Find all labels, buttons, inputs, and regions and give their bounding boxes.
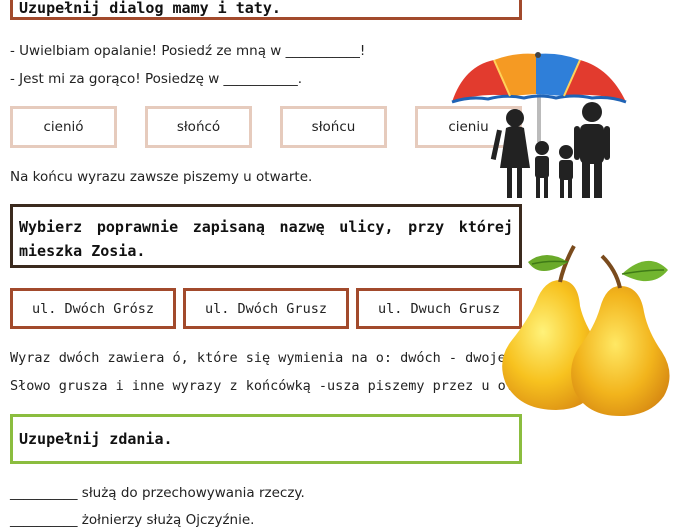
option-slonco[interactable]: słońcó — [145, 106, 252, 148]
option-label: cienió — [43, 119, 84, 135]
option-dwoch-grusz[interactable]: ul. Dwóch Grusz — [183, 288, 349, 329]
option-label: słońcó — [176, 119, 221, 135]
dialog-sentence-1: - Uwielbiam opalanie! Posiedź ze mną w _… — [10, 43, 366, 59]
option-label: ul. Dwóch Grusz — [205, 300, 327, 317]
rule-note-3: Słowo grusza i inne wyrazy z końcówką -u… — [10, 378, 563, 394]
section2-heading: Wybierz poprawnie zapisaną nazwę ulicy, … — [19, 218, 513, 260]
section2-heading-box: Wybierz poprawnie zapisaną nazwę ulicy, … — [10, 204, 522, 268]
fill-sentence-1: __________ służą do przechowywania rzecz… — [10, 485, 305, 501]
section1-heading: Uzupełnij dialog mamy i taty. — [19, 0, 281, 17]
section1-heading-box: Uzupełnij dialog mamy i taty. — [10, 0, 522, 20]
option-label: słońcu — [311, 119, 356, 135]
dialog-sentence-2: - Jest mi za gorąco! Posiedzę w ________… — [10, 71, 303, 87]
rule-note-2: Wyraz dwóch zawiera ó, które się wymieni… — [10, 350, 514, 366]
rule-note-1: Na końcu wyrazu zawsze piszemy u otwarte… — [10, 169, 313, 185]
option-dwoch-grosz[interactable]: ul. Dwóch Grósz — [10, 288, 176, 329]
option-slonecu[interactable]: słońcu — [280, 106, 387, 148]
option-label: ul. Dwóch Grósz — [32, 300, 154, 317]
option-dwuch-grusz[interactable]: ul. Dwuch Grusz — [356, 288, 522, 329]
option-label: ul. Dwuch Grusz — [378, 300, 500, 317]
option-cieniu[interactable]: cieniu — [415, 106, 522, 148]
option-cienio[interactable]: cienió — [10, 106, 117, 148]
option-label: cieniu — [448, 119, 489, 135]
section3-heading: Uzupełnij zdania. — [19, 430, 173, 448]
pears-icon — [502, 245, 670, 416]
umbrella-family-icon — [451, 52, 627, 198]
section3-heading-box: Uzupełnij zdania. — [10, 414, 522, 464]
fill-sentence-2: __________ żołnierzy służą Ojczyźnie. — [10, 512, 255, 528]
